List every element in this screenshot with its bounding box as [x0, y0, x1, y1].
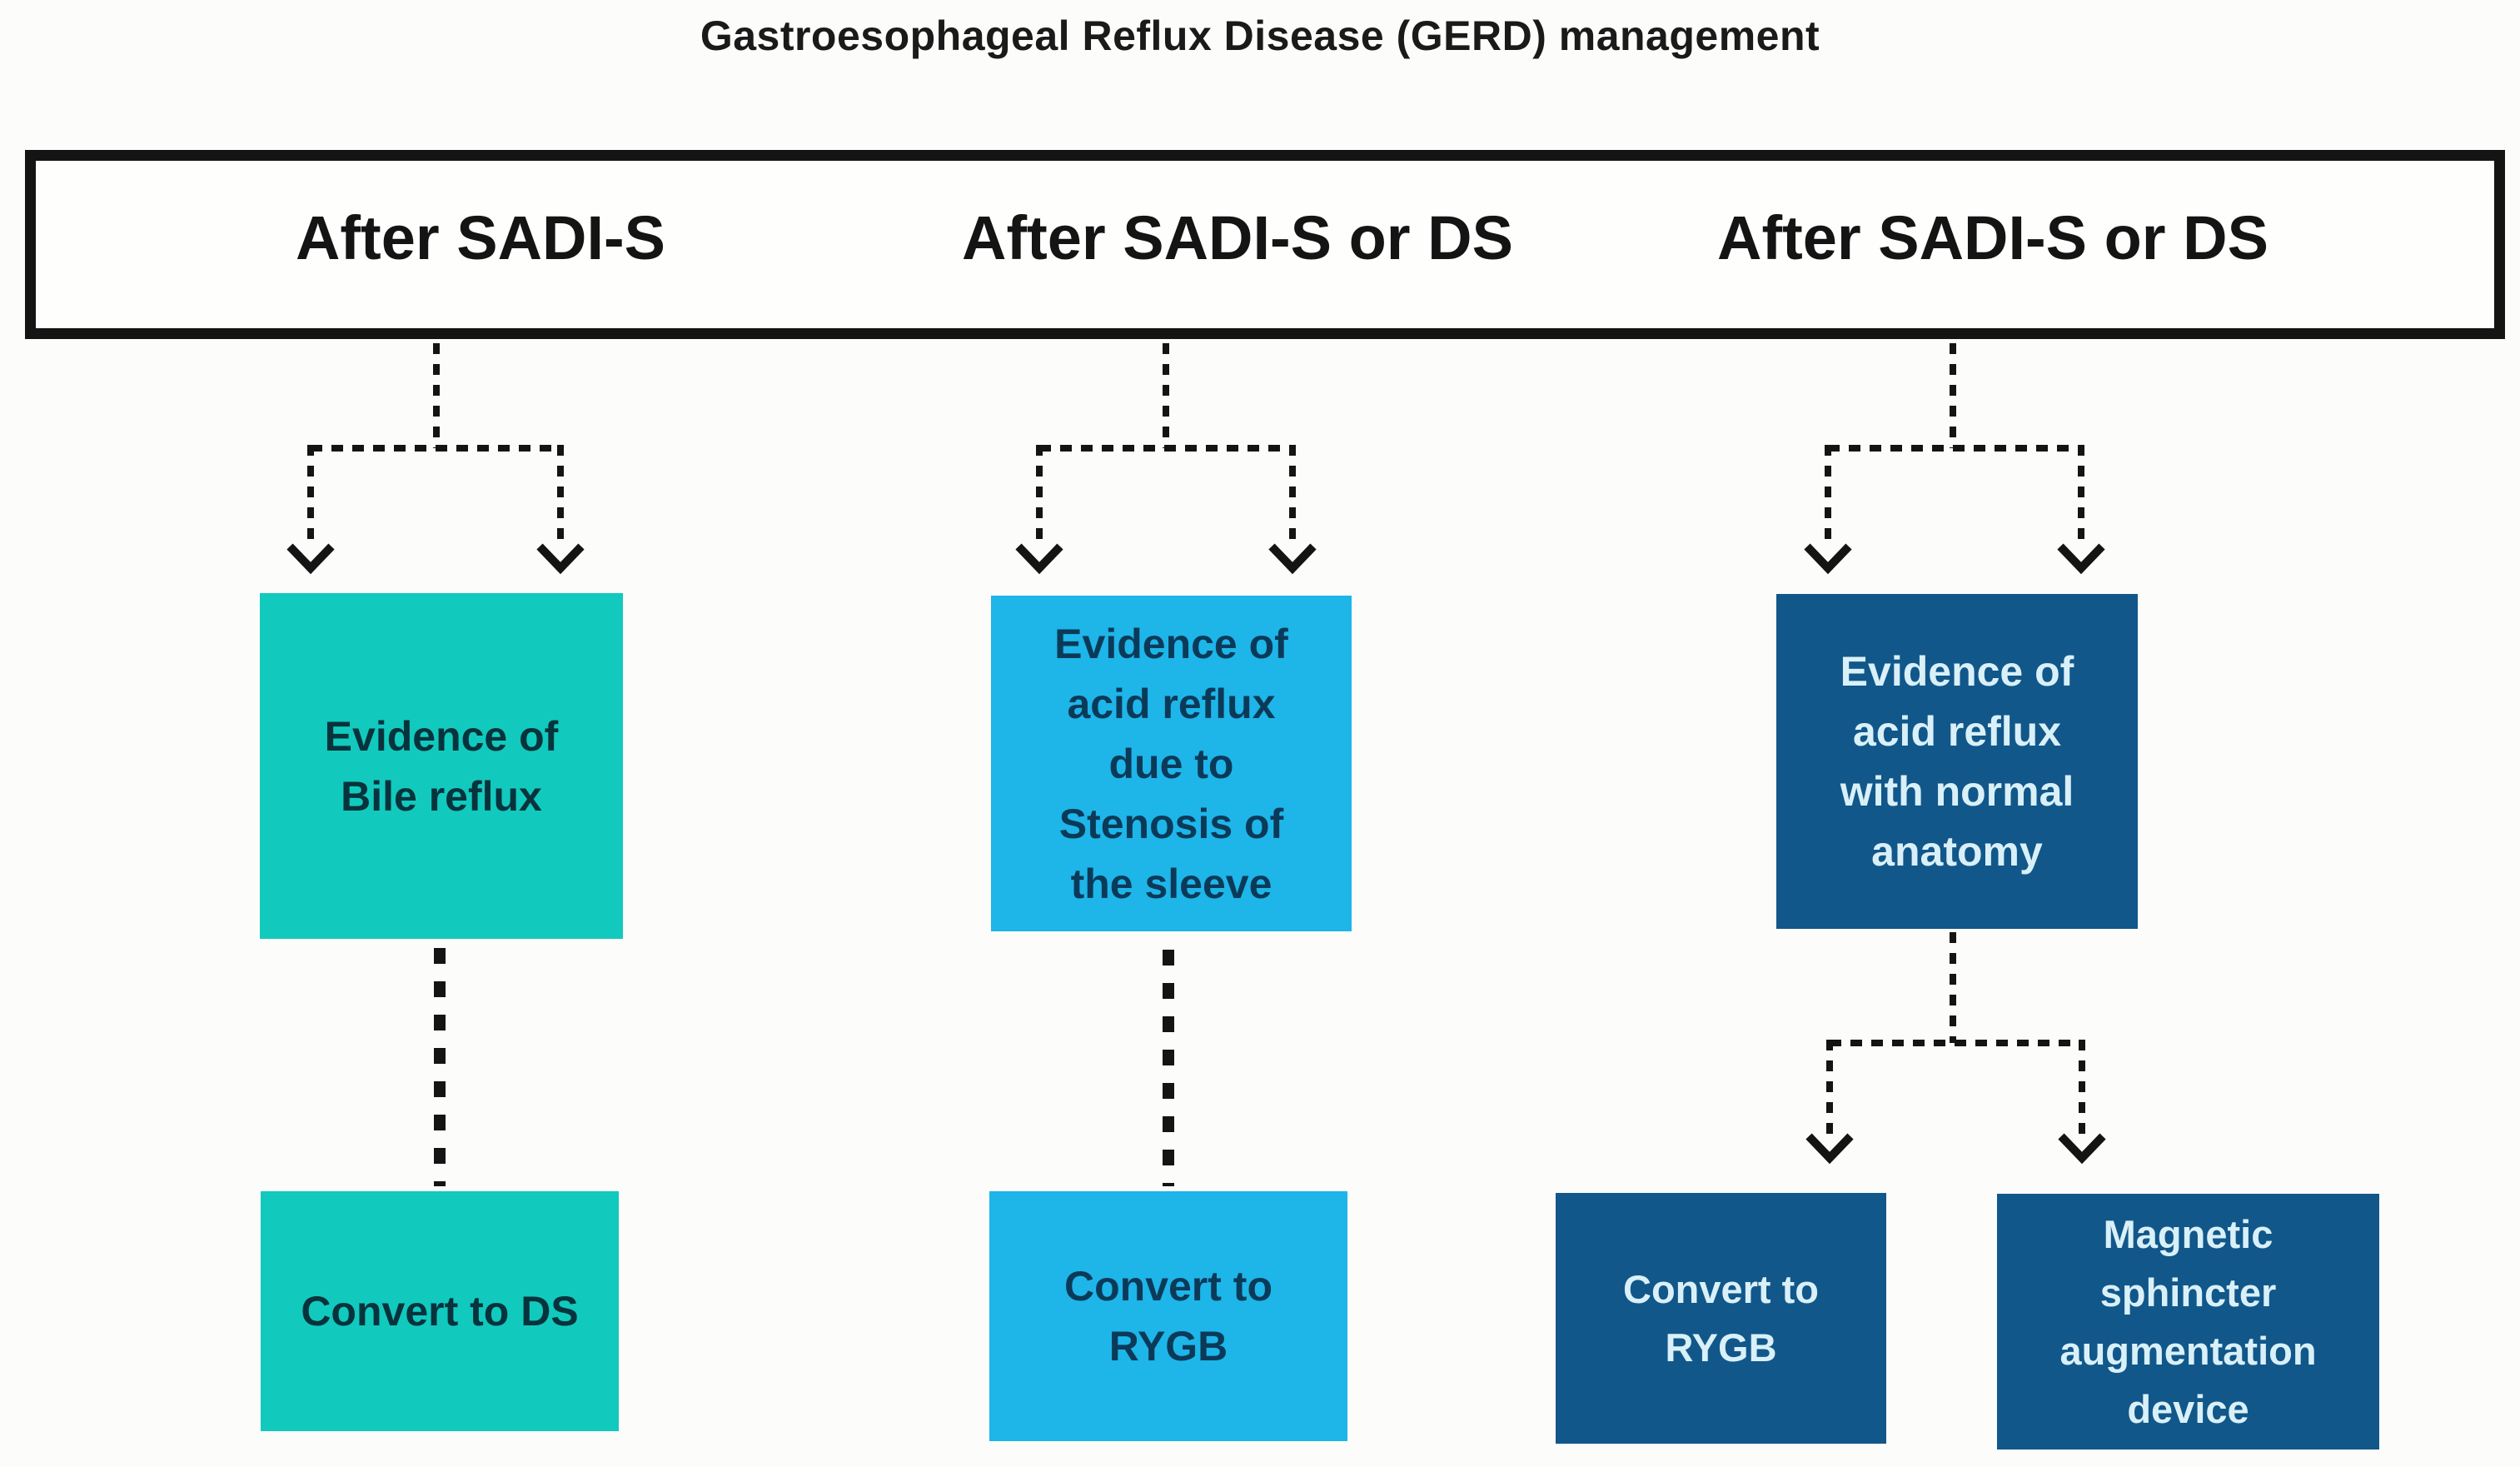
arrowhead-down-icon: [2058, 1133, 2106, 1165]
col1-split-connector: [286, 343, 585, 575]
node-magnetic-sphincter-augmentation-device: Magnetic sphincter augmentation device: [1997, 1194, 2379, 1450]
arrowhead-down-icon: [1015, 543, 1063, 575]
header-bar: After SADI-S After SADI-S or DS After SA…: [25, 150, 2505, 339]
arrowhead-down-icon: [536, 543, 585, 575]
node-convert-to-rygb-navy: Convert to RYGB: [1556, 1193, 1886, 1444]
header-after-sadi-s: After SADI-S: [295, 203, 666, 272]
node-evidence-acid-reflux-stenosis: Evidence of acid reflux due to Stenosis …: [991, 596, 1352, 931]
node-label: Convert to DS: [301, 1288, 579, 1335]
arrowhead-down-icon: [286, 543, 335, 575]
node-label: Convert to RYGB: [1623, 1266, 1819, 1370]
node-label: Evidence of acid reflux due to Stenosis …: [1054, 620, 1288, 907]
node-convert-to-rygb-cyan: Convert to RYGB: [989, 1191, 1347, 1441]
arrowhead-down-icon: [1805, 1133, 1854, 1165]
node-convert-to-ds: Convert to DS: [261, 1191, 619, 1431]
header-after-sadi-s-or-ds-2: After SADI-S or DS: [1717, 203, 2268, 272]
node-label: Evidence of acid reflux with normal anat…: [1840, 648, 2074, 875]
col2-split-connector: [1015, 343, 1317, 575]
page-title: Gastroesophageal Reflux Disease (GERD) m…: [700, 12, 1820, 59]
node-evidence-bile-reflux: Evidence of Bile reflux: [260, 593, 623, 939]
col3-lower-split-connector: [1805, 932, 2106, 1165]
node-evidence-acid-reflux-normal-anatomy: Evidence of acid reflux with normal anat…: [1776, 594, 2138, 929]
node-label: Evidence of Bile reflux: [324, 712, 559, 820]
arrowhead-down-icon: [2057, 543, 2105, 575]
arrowhead-down-icon: [1268, 543, 1317, 575]
arrowhead-down-icon: [1804, 543, 1852, 575]
header-after-sadi-s-or-ds-1: After SADI-S or DS: [962, 203, 1513, 272]
node-label: Magnetic sphincter augmentation device: [2059, 1211, 2317, 1431]
col3-split-connector: [1804, 343, 2105, 575]
node-label: Convert to RYGB: [1064, 1263, 1272, 1370]
